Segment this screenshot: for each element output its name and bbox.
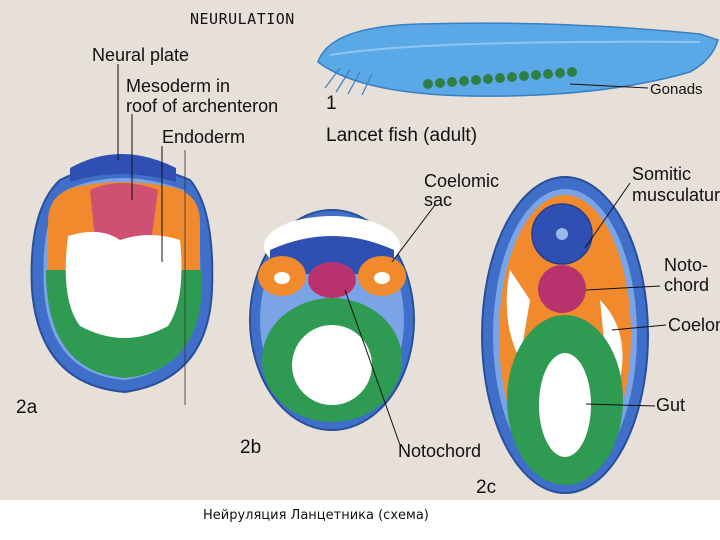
label-coelomic-line1: Coelomic [424, 172, 499, 191]
label-mesoderm-line1: Mesoderm in [126, 77, 230, 96]
label-lancet-number: 1 [326, 94, 337, 113]
label-figure-2a: 2a [16, 398, 37, 417]
caption-text: Нейруляция Ланцетника (схема) [203, 508, 429, 523]
label-gonads: Gonads [650, 80, 703, 99]
cross-section-2a [32, 150, 220, 405]
caption-bar: Нейруляция Ланцетника (схема) [0, 500, 720, 540]
cross-section-2b [250, 205, 435, 445]
diagram-canvas [0, 0, 720, 500]
label-notochord-line2: chord [664, 276, 709, 295]
label-lancet-fish: Lancet fish (adult) [326, 126, 477, 145]
label-endoderm: Endoderm [162, 128, 245, 147]
label-somitic-line1: Somitic [632, 165, 691, 184]
neurulation-figure: NEURULATION Neural plate Mesoderm in roo… [0, 0, 720, 500]
label-coelom: Coelom [668, 316, 720, 335]
label-figure-2b: 2b [240, 438, 261, 457]
label-mesoderm-line2: roof of archenteron [126, 97, 278, 116]
label-notochord: Notochord [398, 442, 481, 461]
label-neural-plate: Neural plate [92, 46, 189, 65]
label-somitic-line2: musculature [632, 186, 720, 205]
label-notochord-line1: Noto- [664, 256, 708, 275]
label-gut: Gut [656, 396, 685, 415]
label-coelomic-line2: sac [424, 191, 452, 210]
figure-title: NEURULATION [190, 10, 295, 29]
label-figure-2c: 2c [476, 478, 496, 497]
cross-section-2c [482, 177, 666, 493]
